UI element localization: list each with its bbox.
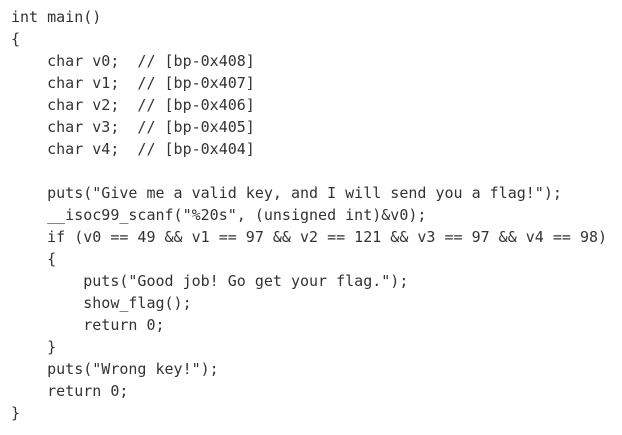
- code-line-7: char v4; // [bp-0x404]: [11, 140, 255, 158]
- code-line-13: puts("Good job! Go get your flag.");: [11, 272, 409, 290]
- code-line-17: puts("Wrong key!");: [11, 360, 219, 378]
- code-line-3: char v0; // [bp-0x408]: [11, 52, 255, 70]
- code-line-12: {: [11, 250, 57, 268]
- code-line-11: if (v0 == 49 && v1 == 97 && v2 == 121 &&…: [11, 228, 608, 246]
- code-line-4: char v1; // [bp-0x407]: [11, 74, 255, 92]
- code-line-8: [11, 160, 616, 182]
- code-line-1: int main(): [11, 8, 102, 26]
- code-line-9: puts("Give me a valid key, and I will se…: [11, 184, 562, 202]
- code-line-5: char v2; // [bp-0x406]: [11, 96, 255, 114]
- code-line-19: }: [11, 404, 21, 422]
- code-line-10: __isoc99_scanf("%20s", (unsigned int)&v0…: [11, 206, 427, 224]
- code-block: int main() { char v0; // [bp-0x408] char…: [11, 6, 616, 424]
- code-line-16: }: [11, 338, 57, 356]
- code-line-2: {: [11, 30, 21, 48]
- code-line-14: show_flag();: [11, 294, 192, 312]
- code-line-18: return 0;: [11, 382, 129, 400]
- code-line-15: return 0;: [11, 316, 165, 334]
- code-line-6: char v3; // [bp-0x405]: [11, 118, 255, 136]
